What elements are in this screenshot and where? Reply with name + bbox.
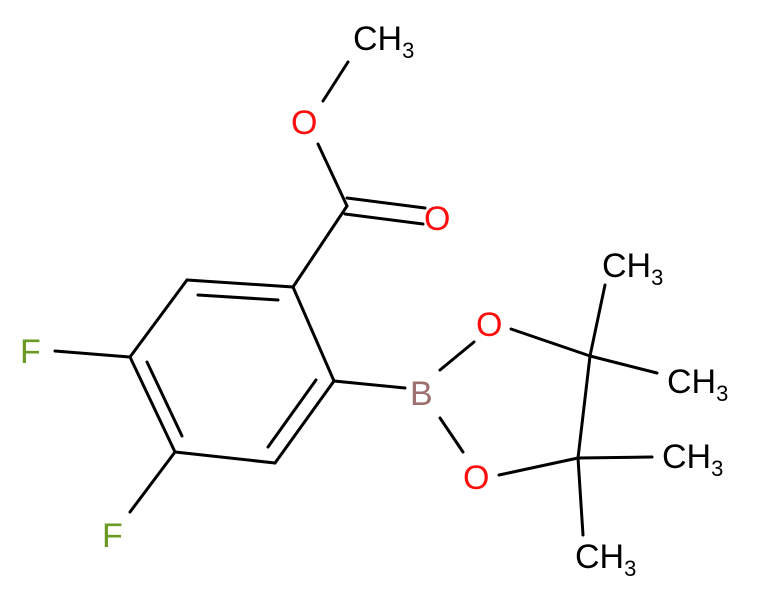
bond-c1-c2-inner xyxy=(196,293,280,302)
bond-c3-f xyxy=(53,349,132,359)
bonds xyxy=(53,60,659,537)
bond-c6-b xyxy=(332,379,407,390)
atom-o-ring-lower: O xyxy=(463,459,489,497)
bond-o-upper-c xyxy=(509,327,592,358)
bond-c-ch3-2 xyxy=(588,354,659,375)
bond-b-o-upper xyxy=(438,340,476,372)
atom-labels: CH3 O O F F B O O CH3 CH3 CH3 CH3 xyxy=(20,20,728,581)
atom-ch3-4: CH3 xyxy=(575,538,636,581)
atom-f-upper: F xyxy=(20,333,41,371)
atom-ch3-2: CH3 xyxy=(667,363,728,406)
bond-c1-c2 xyxy=(185,278,295,289)
atom-o-ring-upper: O xyxy=(476,306,502,344)
atom-o-ester: O xyxy=(291,104,317,142)
bond-c3-c4 xyxy=(128,355,177,454)
bond-b-o-lower xyxy=(438,416,465,454)
atom-ch3-top: CH3 xyxy=(353,20,414,63)
atom-ch3-3: CH3 xyxy=(662,438,723,481)
bond-carbonyl-o-ester xyxy=(316,142,349,208)
bond-c4-f xyxy=(128,450,177,514)
bond-c3-c4-inner xyxy=(145,360,184,438)
bond-c-c-ring xyxy=(576,354,592,460)
atom-b: B xyxy=(410,375,433,413)
bond-c6-c1 xyxy=(291,285,336,383)
atom-o-carbonyl: O xyxy=(424,200,450,238)
bond-c-ch3-4 xyxy=(576,456,585,537)
bond-carbonyl-o-double-b xyxy=(343,212,425,226)
bond-carbonyl-o-double-a xyxy=(345,196,427,210)
bond-c-ch3-3 xyxy=(576,455,654,460)
bond-c1-carbonyl xyxy=(291,204,349,289)
bond-c2-c3 xyxy=(128,278,189,359)
bond-c5-c6 xyxy=(273,379,336,465)
bond-o-ch3 xyxy=(321,60,350,103)
bond-c-ch3-1 xyxy=(588,283,607,358)
bond-o-lower-c xyxy=(497,456,580,477)
bond-c4-c5 xyxy=(173,450,277,465)
bond-c5-c6-inner xyxy=(266,378,318,449)
atom-ch3-1: CH3 xyxy=(602,247,663,290)
atom-f-lower: F xyxy=(102,517,123,555)
